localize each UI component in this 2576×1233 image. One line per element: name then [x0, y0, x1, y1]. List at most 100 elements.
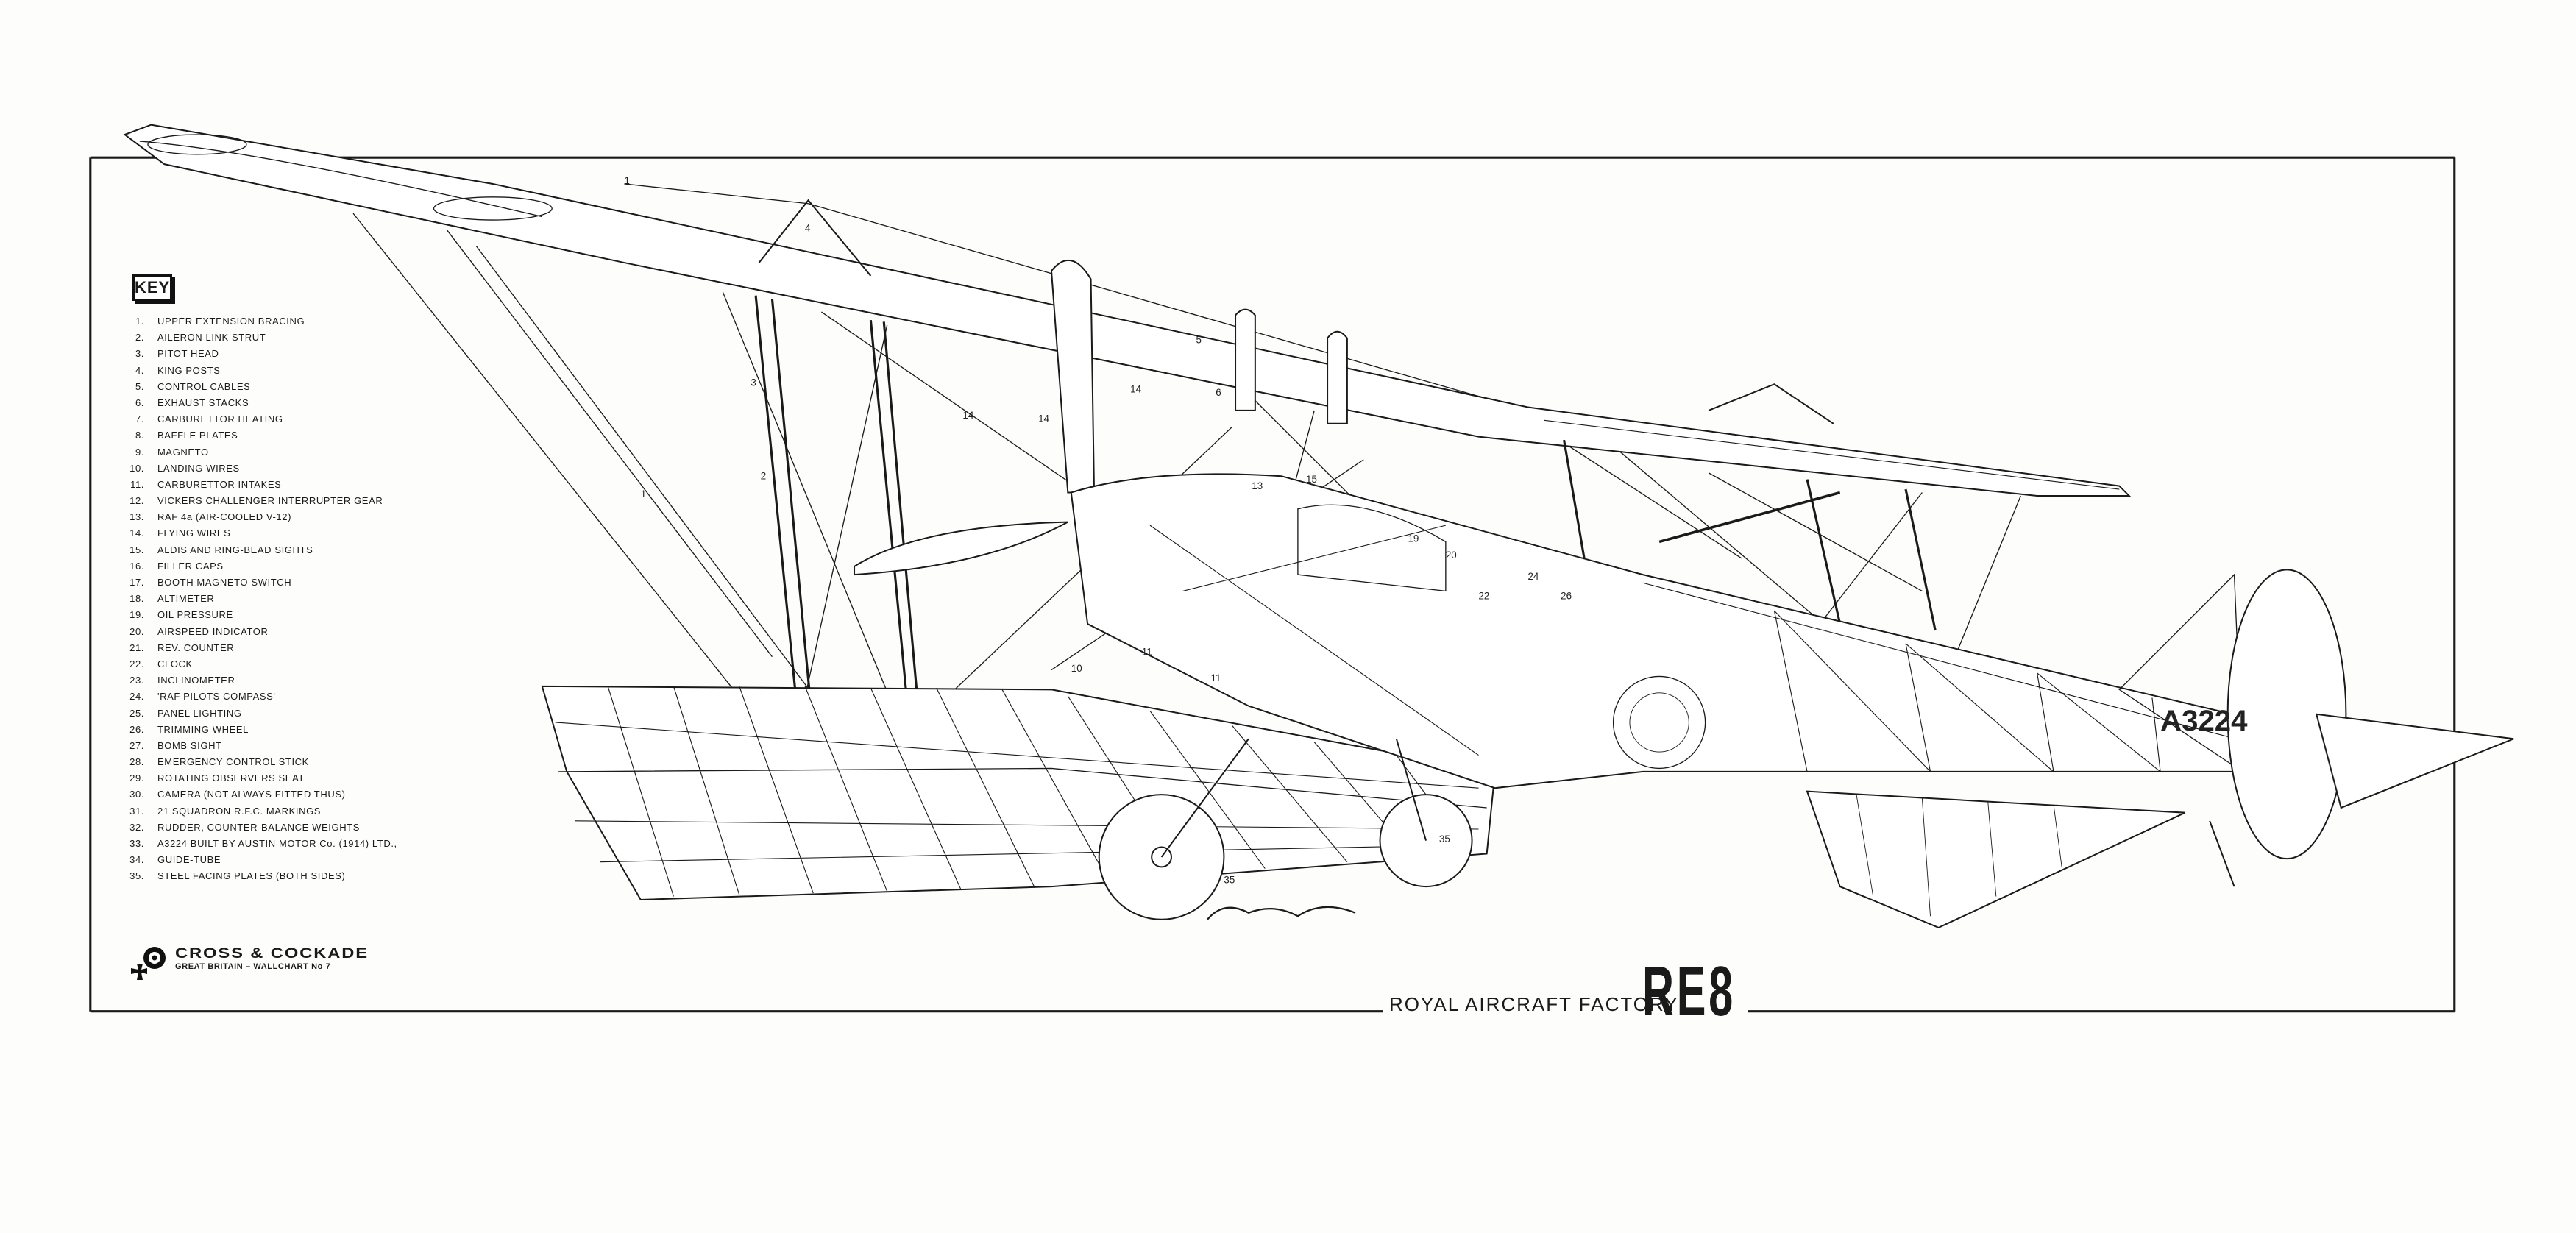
key-item-number: 9.: [135, 446, 144, 458]
key-item-label: CARBURETTOR HEATING: [157, 413, 283, 425]
key-item-label: EMERGENCY CONTROL STICK: [157, 756, 309, 768]
key-item: 19.OIL PRESSURE: [118, 607, 397, 623]
key-item-label: REV. COUNTER: [157, 642, 235, 653]
key-item: 14.FLYING WIRES: [118, 525, 397, 541]
key-item-label: PITOT HEAD: [157, 348, 219, 360]
key-item-label: PANEL LIGHTING: [157, 707, 242, 719]
key-item-label: FILLER CAPS: [157, 560, 224, 572]
propeller: [854, 259, 1096, 576]
key-item: 6. EXHAUST STACKS: [118, 395, 397, 411]
key-item: 30.CAMERA (NOT ALWAYS FITTED THUS): [118, 786, 397, 803]
publisher-name: CROSS & COCKADE: [175, 946, 369, 962]
key-item-number: 8.: [135, 430, 144, 441]
key-item: 13. RAF 4a (AIR-COOLED V-12): [118, 509, 397, 525]
key-item: 34.GUIDE-TUBE: [118, 852, 397, 868]
callout-number: 10: [1071, 663, 1082, 674]
key-item: 3. PITOT HEAD: [118, 346, 397, 362]
callout-number: 3: [751, 377, 756, 388]
callout-number: 14: [1038, 413, 1049, 424]
callout-number: 5: [1196, 334, 1201, 345]
key-item-label: VICKERS CHALLENGER INTERRUPTER GEAR: [157, 495, 383, 507]
key-item: 16.FILLER CAPS: [118, 558, 397, 575]
key-item: 24.'RAF PILOTS COMPASS': [118, 689, 397, 705]
key-item-label: AILERON LINK STRUT: [157, 332, 266, 344]
callout-number: 13: [1252, 480, 1263, 491]
key-item: 11.CARBURETTOR INTAKES: [118, 477, 397, 493]
callout-number: 14: [962, 410, 973, 421]
key-item-label: 21 SQUADRON R.F.C. MARKINGS: [157, 805, 322, 817]
callout-number: 15: [1306, 474, 1317, 485]
key-item: 7.CARBURETTOR HEATING: [118, 411, 397, 427]
key-heading: KEY: [132, 274, 172, 301]
tail-assembly: [1806, 569, 2514, 929]
fuselage: [1070, 473, 2268, 789]
key-item-label: STEEL FACING PLATES (BOTH SIDES): [157, 870, 346, 882]
callout-number: 35: [1224, 875, 1235, 886]
exhaust-stacks: [1235, 308, 1348, 424]
key-item-label: ALDIS AND RING-BEAD SIGHTS: [157, 544, 313, 555]
callout-number: 1: [641, 488, 646, 500]
key-item-number: 25.: [129, 707, 144, 719]
callout-number: 19: [1408, 533, 1419, 544]
fuselage-marking: A3224: [2160, 704, 2248, 737]
key-item-label: INCLINOMETER: [157, 675, 235, 686]
key-item-number: 29.: [129, 772, 144, 784]
key-item-number: 32.: [129, 821, 144, 833]
upper-wing: [123, 124, 2132, 497]
key-item: 12. VICKERS CHALLENGER INTERRUPTER GEAR: [118, 493, 397, 509]
key-item-label: RAF 4a (AIR-COOLED V-12): [157, 511, 291, 523]
key-item-number: 10.: [129, 462, 144, 474]
key-item-label: RUDDER, COUNTER-BALANCE WEIGHTS: [157, 821, 361, 833]
key-item: 15. ALDIS AND RING-BEAD SIGHTS: [118, 542, 397, 558]
key-item-number: 26.: [129, 723, 144, 735]
key-item-label: ROTATING OBSERVERS SEAT: [157, 772, 305, 784]
key-item: 18. ALTIMETER: [118, 591, 397, 607]
key-list: 1.UPPER EXTENSION BRACING 2. AILERON LINK …: [118, 313, 397, 885]
key-item-number: 24.: [129, 691, 144, 703]
key-item: 26.TRIMMING WHEEL: [118, 722, 397, 738]
key-item: 17.BOOTH MAGNETO SWITCH: [118, 575, 397, 591]
maker-title: ROYAL AIRCRAFT FACTORY: [1389, 993, 1679, 1015]
key-item-number: 34.: [129, 854, 144, 866]
key-item-number: 31.: [129, 805, 144, 817]
key-item: 9.MAGNETO: [118, 444, 397, 461]
callout-number: 6: [1216, 387, 1221, 398]
key-item: 33. A3224 BUILT BY AUSTIN MOTOR Co. (1914…: [118, 836, 397, 852]
key-item-number: 15.: [129, 544, 144, 555]
key-item-number: 13.: [129, 511, 144, 523]
key-item-number: 6.: [135, 397, 144, 408]
key-item-number: 18.: [129, 593, 144, 605]
key-item-label: CAMERA (NOT ALWAYS FITTED THUS): [157, 789, 346, 800]
key-item-number: 4.: [135, 364, 144, 376]
key-item-label: UPPER EXTENSION BRACING: [157, 316, 305, 327]
key-item-label: ALTIMETER: [157, 593, 215, 605]
callout-number: 11: [1142, 646, 1152, 657]
key-item-label: A3224 BUILT BY AUSTIN MOTOR Co. (1914) L…: [157, 838, 397, 849]
key-item: 29. ROTATING OBSERVERS SEAT: [118, 770, 397, 786]
key-item: 28.EMERGENCY CONTROL STICK: [118, 754, 397, 770]
key-item-number: 3.: [135, 348, 144, 360]
artist-signature: [1207, 906, 1356, 920]
callout-number: 26: [1561, 591, 1572, 602]
key-item: 1.UPPER EXTENSION BRACING: [118, 313, 397, 330]
frame-border: [89, 156, 2456, 1013]
callout-number: 11: [1211, 672, 1221, 683]
key-item-number: 33.: [129, 838, 144, 849]
key-item-label: EXHAUST STACKS: [157, 397, 249, 408]
key-item: 2. AILERON LINK STRUT: [118, 330, 397, 346]
key-item: 20.AIRSPEED INDICATOR: [118, 624, 397, 640]
key-item: 10.LANDING WIRES: [118, 461, 397, 477]
key-item: 22.CLOCK: [118, 656, 397, 672]
key-item-number: 17.: [129, 577, 144, 588]
publisher-subtitle: GREAT BRITAIN – WALLCHART No 7: [175, 962, 331, 971]
key-item-number: 20.: [129, 625, 144, 637]
key-item-number: 27.: [129, 739, 144, 751]
callout-number: 22: [1479, 591, 1490, 602]
key-item-number: 14.: [129, 527, 144, 539]
key-item-number: 12.: [129, 495, 144, 507]
key-item-label: CLOCK: [157, 658, 193, 669]
key-item-number: 2.: [135, 332, 144, 344]
callout-number: 4: [805, 223, 811, 234]
